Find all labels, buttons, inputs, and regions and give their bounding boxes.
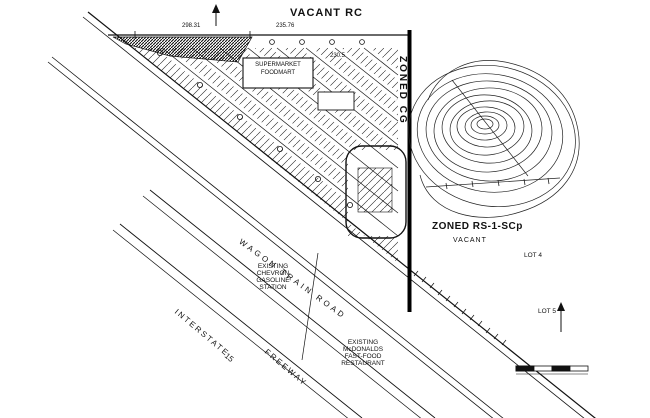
wagon-train-road-lines bbox=[47, 11, 596, 418]
label-lot-4: LOT 4 bbox=[524, 252, 542, 259]
reference-arrow-icon bbox=[557, 302, 565, 332]
dimension-1: 298.31 bbox=[182, 23, 201, 29]
slope-ticks bbox=[413, 270, 507, 346]
label-lot-5: LOT 5 bbox=[538, 308, 556, 315]
label-mcdonalds-restaurant: EXISTING McDONALDS FAST-FOOD RESTAURANT bbox=[341, 339, 385, 368]
north-arrow-icon bbox=[212, 4, 220, 26]
dimension-2: 235.76 bbox=[276, 23, 295, 29]
label-zoned-cg: ZONED CG bbox=[397, 56, 408, 125]
label-supermarket-building: SUPERMARKET FOODMART bbox=[255, 62, 301, 76]
tree-symbols bbox=[156, 39, 365, 208]
label-zoned-rs1scp: ZONED RS-1-SCp bbox=[432, 221, 523, 232]
label-chevron-station: EXISTING CHEVRON GASOLINE STATION bbox=[256, 263, 290, 292]
label-vacant: VACANT bbox=[453, 237, 487, 244]
loop-drive bbox=[345, 145, 407, 239]
label-vacant-rc: VACANT RC bbox=[290, 7, 363, 19]
scale-bar bbox=[515, 365, 589, 375]
contour-lines bbox=[408, 60, 580, 218]
freeway-lines bbox=[112, 189, 436, 418]
dimension-3: 230.5 bbox=[330, 53, 346, 59]
building-footprints bbox=[242, 57, 355, 111]
existing-dense-area bbox=[112, 36, 253, 63]
